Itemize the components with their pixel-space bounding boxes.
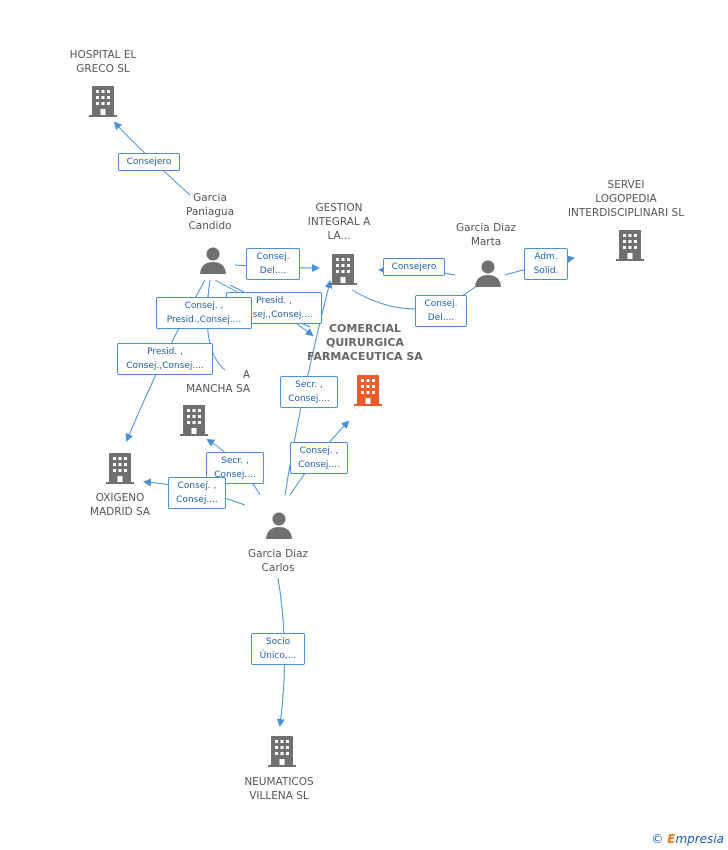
node-label-hospital[interactable]: HOSPITAL EL GRECO SL [69,49,137,75]
person-icon[interactable] [473,258,503,288]
brand-name: mpresia [675,832,724,846]
main-building-icon[interactable] [353,373,383,407]
node-label-servei[interactable]: SERVEI LOGOPEDIA INTERDISCIPLINARI SL [567,179,685,219]
edge-label-consej-consej-oxigeno[interactable]: Consej. , Consej.... [168,477,226,509]
node-label-garcia-paniagua[interactable]: Garcia Paniagua Candido [185,192,235,232]
edge-label-consej-del-marta[interactable]: Consej. Del.... [415,295,467,327]
footer-brand: © Empresia [651,832,724,846]
edge-label-consej-presid[interactable]: Consej. , Presid.,Consej.... [156,297,252,329]
building-icon[interactable] [88,84,118,118]
edge-label-consejero-hospital[interactable]: Consejero [118,153,180,171]
edge-label-secr-consej-carlos-gestion[interactable]: Secr. , Consej.... [280,376,338,408]
edge-label-presid-consej-oxigeno[interactable]: Presid. , Consej.,Consej.... [117,343,213,375]
building-icon[interactable] [615,228,645,262]
edge-line [206,279,226,371]
node-label-comercial[interactable]: COMERCIAL QUIRURGICA FARMACEUTICA SA [307,322,423,363]
building-icon[interactable] [105,451,135,485]
person-icon[interactable] [264,510,294,540]
edge-label-socio-unico[interactable]: Socio Único,... [251,633,305,665]
building-icon[interactable] [267,734,297,768]
node-label-neumaticos[interactable]: NEUMATICOS VILLENA SL [244,776,314,802]
edge-label-secr-consej-mancha[interactable]: Secr. , Consej.... [206,452,264,484]
brand-logo-initial: E [667,832,676,846]
copyright-symbol: © [651,832,664,846]
node-label-gestion[interactable]: GESTION INTEGRAL A LA... [307,202,371,242]
edge-label-consej-del-gestion[interactable]: Consej. Del.... [246,248,300,280]
edge-label-adm-solid[interactable]: Adm. Solid. [524,248,568,280]
building-icon[interactable] [328,252,358,286]
node-label-garcia-carlos[interactable]: Garcia Diaz Carlos [247,548,309,574]
node-label-garcia-marta[interactable]: Garcia Diaz Marta [455,222,517,248]
building-icon[interactable] [179,403,209,437]
person-icon[interactable] [198,245,228,275]
edge-label-consejero-marta[interactable]: Consejero [383,258,445,276]
edge-label-consej-consej-comercial[interactable]: Consej. , Consej.... [290,442,348,474]
node-label-oxigeno[interactable]: OXIGENO MADRID SA [89,492,151,518]
node-label-mancha[interactable]: A MANCHA SA [186,369,250,395]
